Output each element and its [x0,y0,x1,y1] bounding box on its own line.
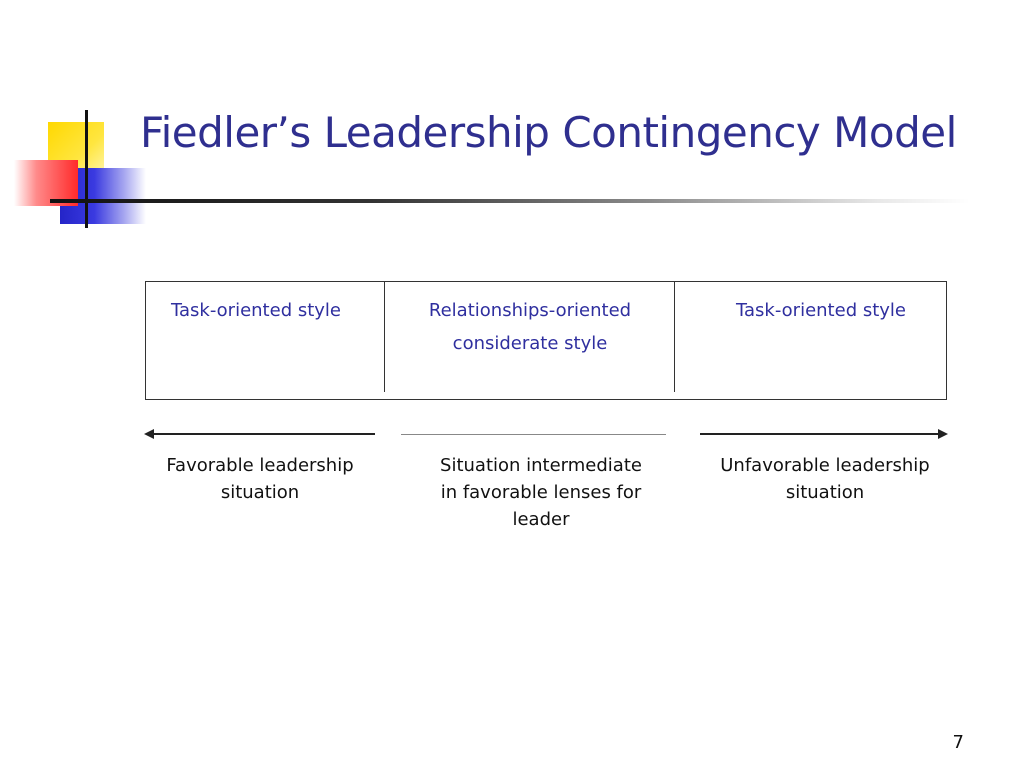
style-right-text: Task-oriented style [735,300,906,321]
situation-unfavorable-line2: situation [785,482,865,503]
style-left-text: Task-oriented style [170,300,341,321]
style-middle-line1: Relationships-oriented [428,300,632,321]
slide-page-number: 7 [952,732,964,753]
situation-unfavorable: Unfavorable leadership situation [700,452,950,506]
logo-red-square [14,160,78,206]
situation-intermediate-line1: Situation intermediate [440,455,642,476]
arrow-left-head-icon [144,429,154,439]
style-task-oriented-left: Task-oriented style [146,294,366,327]
situation-unfavorable-line1: Unfavorable leadership [720,455,930,476]
title-underline-rule [50,199,970,203]
style-middle-line2: considerate style [452,333,608,354]
situation-favorable-line1: Favorable leadership [166,455,354,476]
situation-favorable: Favorable leadership situation [140,452,380,506]
situation-intermediate: Situation intermediate in favorable lens… [420,452,662,533]
situation-intermediate-line2: in favorable lenses for [440,482,642,503]
style-relationships-oriented: Relationships-oriented considerate style [386,294,674,360]
logo-vertical-line [85,110,88,228]
continuum-line-left [152,433,375,435]
style-divider-left [384,282,385,392]
situation-favorable-line2: situation [220,482,300,503]
leadership-style-box: Task-oriented style Relationships-orient… [145,281,947,400]
style-divider-right [674,282,675,392]
continuum-line-right [700,433,940,435]
slide-title: Fiedler’s Leadership Contingency Model [140,108,957,157]
arrow-right-head-icon [938,429,948,439]
continuum-line-middle [401,434,666,435]
slide-logo [0,0,150,240]
situation-intermediate-line3: leader [512,509,570,530]
style-task-oriented-right: Task-oriented style [676,294,966,327]
